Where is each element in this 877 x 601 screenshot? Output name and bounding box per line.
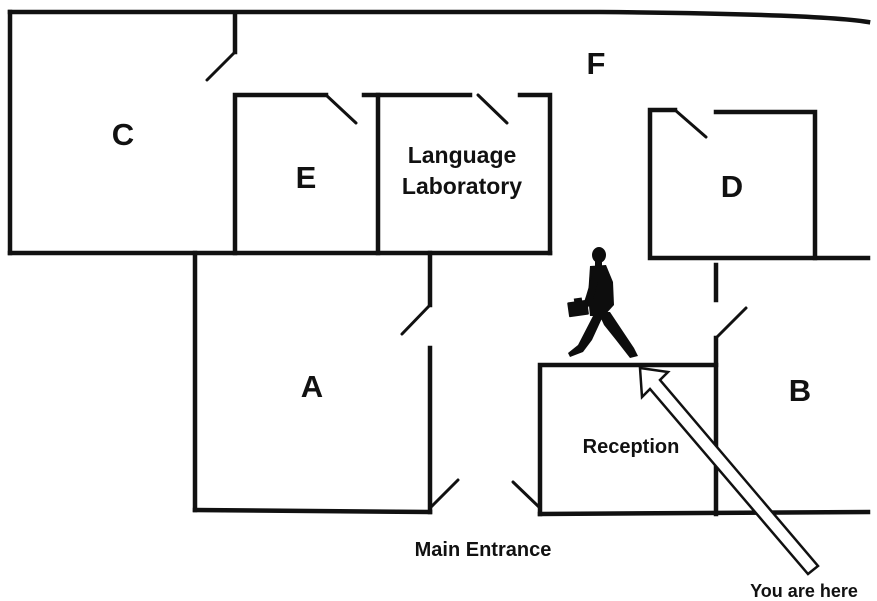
door-main-entrance-left xyxy=(428,478,460,510)
lab-right-walls xyxy=(517,92,553,256)
room-e-walls xyxy=(232,92,329,256)
door-language-lab xyxy=(476,93,509,125)
walls xyxy=(7,9,871,517)
outer-bottom-wall xyxy=(192,507,871,517)
door-room-b xyxy=(714,306,748,340)
room-d-walls xyxy=(647,107,871,261)
room-d-label: D xyxy=(721,169,743,204)
outline-arrow-icon xyxy=(638,366,820,576)
room-d-top-right xyxy=(713,109,818,261)
you-are-here-label: You are here xyxy=(750,581,858,601)
main-entrance-label: Main Entrance xyxy=(415,539,552,561)
walking-person-with-briefcase-icon xyxy=(567,247,638,358)
reception-walls xyxy=(537,362,719,517)
door-room-d xyxy=(673,108,708,139)
door-room-e xyxy=(324,93,358,125)
language-lab-label-line1: Language xyxy=(408,142,517,168)
room-e-label: E xyxy=(296,160,317,195)
door-room-a xyxy=(400,303,432,336)
door-room-c xyxy=(205,50,237,82)
door-main-entrance-right xyxy=(511,480,542,510)
room-a-label: A xyxy=(301,369,323,404)
reception-label: Reception xyxy=(583,436,680,458)
room-f-label: F xyxy=(587,46,606,81)
language-lab-label-line2: Laboratory xyxy=(402,173,522,199)
room-c-label: C xyxy=(112,117,134,152)
room-b-label: B xyxy=(789,373,811,408)
outer-top-wall xyxy=(7,9,871,25)
doors xyxy=(205,50,748,510)
